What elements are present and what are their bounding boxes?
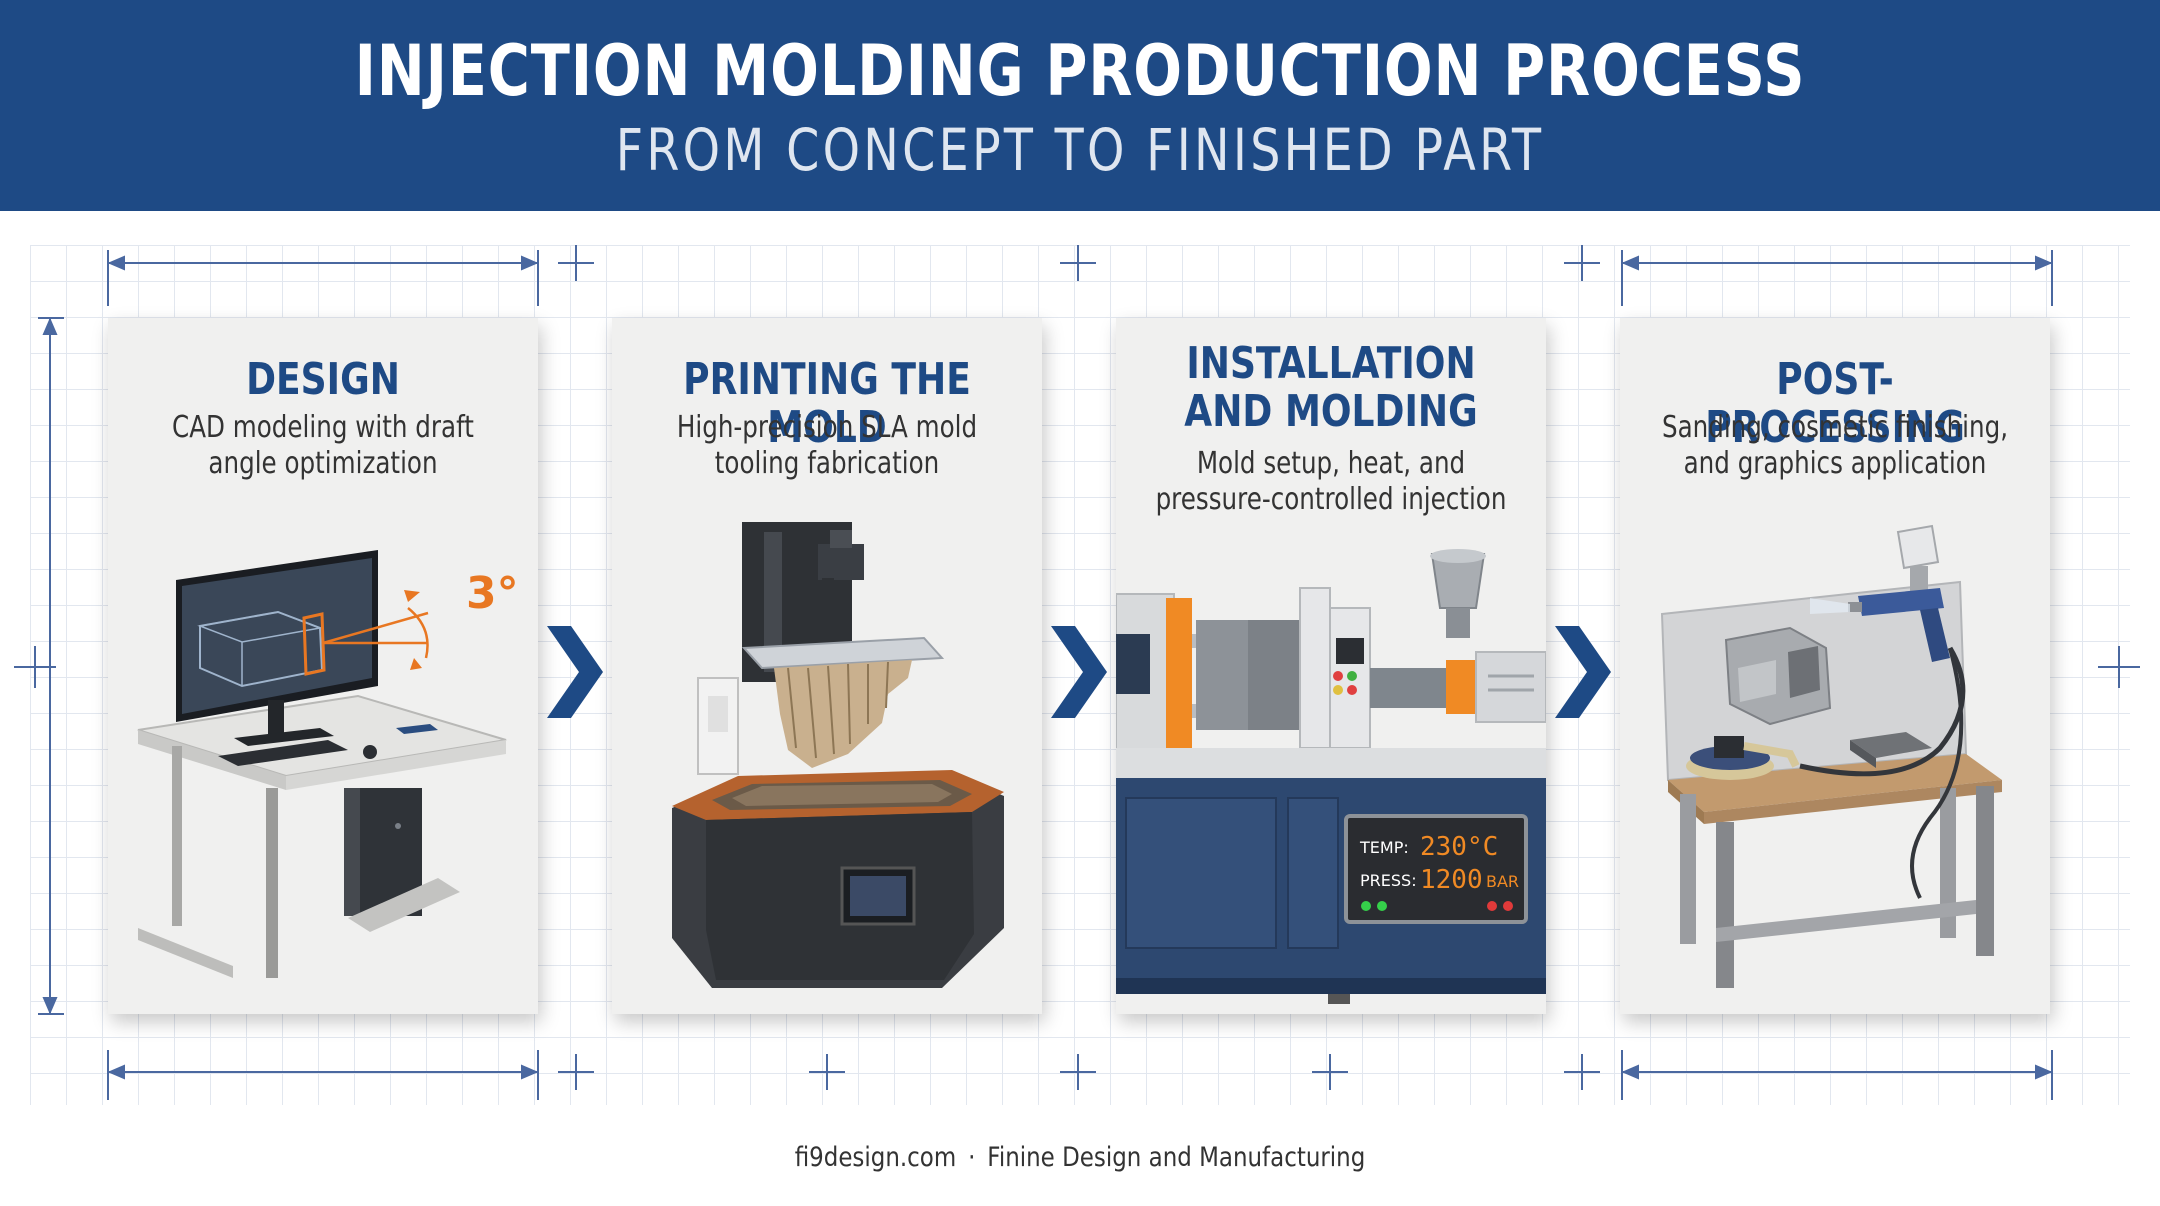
step-title: DESIGN bbox=[246, 354, 400, 405]
temp-label: TEMP: bbox=[1359, 838, 1409, 857]
step-description-line: angle optimization bbox=[208, 446, 438, 481]
chevron-right-icon bbox=[547, 626, 603, 718]
pressure-unit: BAR bbox=[1486, 872, 1519, 891]
step-card-printing-the-mold: PRINTING THE MOLD High-precision SLA mol… bbox=[612, 318, 1042, 1014]
pressure-value: 1200 bbox=[1420, 865, 1483, 895]
footer: fi9design.com · Finine Design and Manufact… bbox=[162, 1142, 1998, 1173]
footer-company: Finine Design and Manufacturing bbox=[987, 1142, 1366, 1173]
sla-3d-printer-icon bbox=[672, 522, 1004, 988]
page-title: INJECTION MOLDING PRODUCTION PROCESS bbox=[354, 30, 1806, 112]
injection-molding-machine-icon: TEMP: 230°C PRESS: 1200 BAR bbox=[1116, 549, 1546, 1004]
step-description-line: pressure-controlled injection bbox=[1155, 482, 1507, 517]
step-description-line: CAD modeling with draft bbox=[172, 410, 474, 445]
step-card-design: DESIGN CAD modeling with draft angle opt… bbox=[108, 318, 538, 1014]
page-subtitle: FROM CONCEPT TO FINISHED PART bbox=[615, 116, 1545, 184]
step-description-line: High-precision SLA mold bbox=[676, 410, 978, 445]
step-description-line: tooling fabrication bbox=[714, 446, 940, 481]
step-card-post-processing: POST-PROCESSING Sanding, cosmetic finish… bbox=[1620, 318, 2050, 1014]
footer-site: fi9design.com bbox=[794, 1142, 957, 1173]
step-description-line: and graphics application bbox=[1683, 446, 1987, 481]
step-description-line: Mold setup, heat, and bbox=[1196, 446, 1466, 481]
step-title-line: AND MOLDING bbox=[1184, 386, 1478, 437]
chevron-right-icon bbox=[1051, 626, 1107, 718]
step-title-line: INSTALLATION bbox=[1186, 338, 1476, 389]
header-banner: INJECTION MOLDING PRODUCTION PROCESS FRO… bbox=[0, 0, 2160, 211]
step-title: PRINTING THE MOLD bbox=[683, 354, 971, 453]
chevron-right-icon bbox=[1555, 626, 1611, 718]
step-description-line: Sanding, cosmetic finishing, bbox=[1661, 410, 2009, 445]
draft-angle-label: 3° bbox=[466, 568, 519, 619]
spray-gun-workbench-icon bbox=[1660, 524, 2002, 988]
pressure-label: PRESS: bbox=[1360, 871, 1417, 890]
step-card-installation-and-molding: INSTALLATION AND MOLDING Mold setup, hea… bbox=[1116, 318, 1546, 1014]
step-title: POST-PROCESSING bbox=[1705, 354, 1965, 453]
temp-value: 230°C bbox=[1420, 832, 1498, 862]
computer-workstation-icon: 3° bbox=[137, 550, 519, 978]
footer-separator: · bbox=[968, 1142, 976, 1173]
